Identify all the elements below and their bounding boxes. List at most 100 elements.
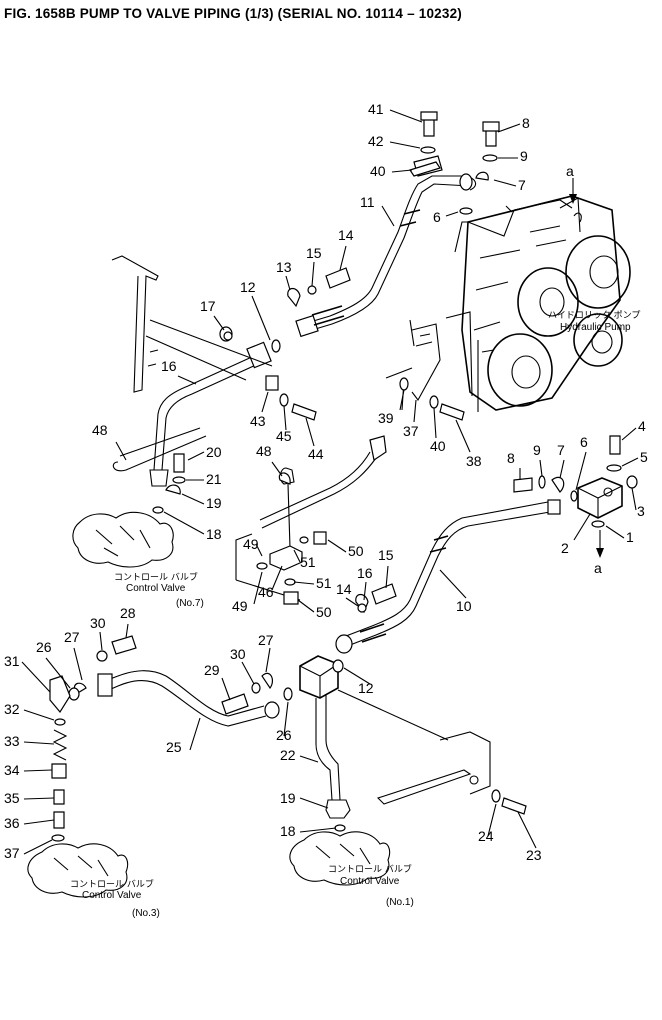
component-labels: ハイドロリック ポンプ Hydraulic Pump コントロール バルブ Co… [70, 310, 640, 919]
pipe-11 [295, 173, 477, 338]
control-valve-no3 [27, 843, 129, 898]
callout-19-left: 19 [206, 495, 222, 511]
callout-48-mid: 48 [256, 443, 272, 459]
callout-50-b: 50 [316, 604, 332, 620]
fitting-block-2 [577, 477, 623, 519]
pump-bracket [385, 323, 441, 402]
valve-no3-label-en: Control Valve [82, 890, 142, 901]
valve-no7-number: (No.7) [176, 598, 204, 609]
pipe-22 [299, 655, 351, 819]
pipe-16 [149, 341, 279, 487]
callout-6-top: 6 [433, 209, 441, 225]
callout-1: 1 [626, 529, 634, 545]
callout-31: 31 [4, 653, 20, 669]
callout-15-low: 16 [357, 565, 373, 581]
reference-a-bottom: a [594, 560, 602, 576]
callout-40-b: 40 [430, 438, 446, 454]
callout-47: 46 [258, 584, 274, 600]
callout-50-a: 50 [348, 543, 364, 559]
callout-2: 2 [561, 540, 569, 556]
figure-title: FIG. 1658B PUMP TO VALVE PIPING (1/3) (S… [4, 6, 462, 21]
callout-9-top: 9 [520, 148, 528, 164]
callout-33: 33 [4, 733, 20, 749]
callout-9-right: 9 [533, 442, 541, 458]
pump-label-jp: ハイドロリック ポンプ [548, 310, 640, 321]
valve-no7-label-jp: コントロール バルブ [114, 571, 198, 583]
callout-13-top: 13 [276, 259, 292, 275]
callout-12-top: 12 [240, 279, 256, 295]
callout-7-right: 7 [557, 442, 565, 458]
callout-39: 38 [466, 453, 482, 469]
callout-28: 28 [120, 605, 136, 621]
valve-no3-label-jp: コントロール バルブ [70, 878, 154, 890]
callout-48-left: 48 [92, 422, 108, 438]
reference-a-top: a [566, 163, 574, 179]
callout-27-left: 27 [64, 629, 80, 645]
pipe-middle [259, 435, 387, 571]
callout-14-top: 14 [338, 227, 354, 243]
small-parts [49, 111, 638, 842]
callout-38: 37 [403, 423, 419, 439]
valve-no3-number: (No.3) [132, 908, 160, 919]
pipe-25 [97, 670, 280, 727]
callout-8-right: 8 [507, 450, 515, 466]
callout-16: 16 [161, 358, 177, 374]
callout-leaders [21, 109, 639, 855]
callout-42: 41 [368, 101, 384, 117]
callout-15-top: 15 [306, 245, 322, 261]
callout-10: 10 [456, 598, 472, 614]
callout-37: 37 [4, 845, 20, 861]
callout-21: 21 [206, 471, 222, 487]
callout-36: 36 [4, 815, 20, 831]
reference-arrows [569, 178, 604, 558]
control-valve-no1 [289, 831, 391, 886]
hydraulic-pump [445, 195, 631, 411]
valve-no7-label-en: Control Valve [126, 583, 186, 594]
callout-11: 11 [360, 194, 375, 210]
reference-letters: a a [566, 163, 602, 576]
callout-29: 29 [204, 662, 220, 678]
callout-5: 5 [640, 449, 648, 465]
valve-no1-label-en: Control Valve [340, 876, 400, 887]
leader-lines [235, 205, 513, 601]
callout-18-low: 18 [280, 823, 296, 839]
callout-25: 25 [166, 739, 182, 755]
valve-no1-label-jp: コントロール バルブ [328, 863, 412, 875]
callout-6-right: 6 [580, 434, 588, 450]
callout-51-a: 51 [300, 554, 316, 570]
callout-30-left: 30 [90, 615, 106, 631]
bracket-lower-right [337, 689, 491, 805]
callout-49-b: 49 [232, 598, 248, 614]
clamp-48-left [112, 427, 207, 472]
callout-13-low: 14 [336, 581, 352, 597]
callout-30-mid: 30 [230, 646, 246, 662]
callout-40-a: 39 [378, 410, 394, 426]
callout-44: 43 [250, 413, 266, 429]
callout-43: 42 [368, 133, 384, 149]
callout-4: 4 [638, 418, 646, 434]
left-bracket [111, 255, 273, 393]
callout-3: 3 [637, 503, 645, 519]
callout-32: 32 [4, 701, 20, 717]
control-valve-no7 [72, 511, 174, 568]
callout-24: 24 [478, 828, 494, 844]
callout-12-low: 12 [358, 680, 374, 696]
pump-label-en: Hydraulic Pump [560, 322, 631, 333]
callout-numbers: 41 42 40 8 9 7 6 11 14 15 13 12 17 16 48… [4, 101, 648, 863]
callout-18-left: 18 [206, 526, 222, 542]
callout-51-b: 51 [316, 575, 332, 591]
callout-34: 34 [4, 762, 20, 778]
callout-7-top: 7 [518, 177, 526, 193]
callout-49-a: 49 [243, 536, 259, 552]
callout-19-low: 19 [280, 790, 296, 806]
callout-45: 44 [308, 446, 324, 462]
callout-17: 17 [200, 298, 216, 314]
callout-27-mid: 27 [258, 632, 274, 648]
callout-35: 35 [4, 790, 20, 806]
pipe-10 [335, 499, 561, 654]
callout-20: 20 [206, 444, 222, 460]
callout-8-top: 8 [522, 115, 530, 131]
valve-no1-number: (No.1) [386, 897, 414, 908]
callout-41: 40 [370, 163, 386, 179]
